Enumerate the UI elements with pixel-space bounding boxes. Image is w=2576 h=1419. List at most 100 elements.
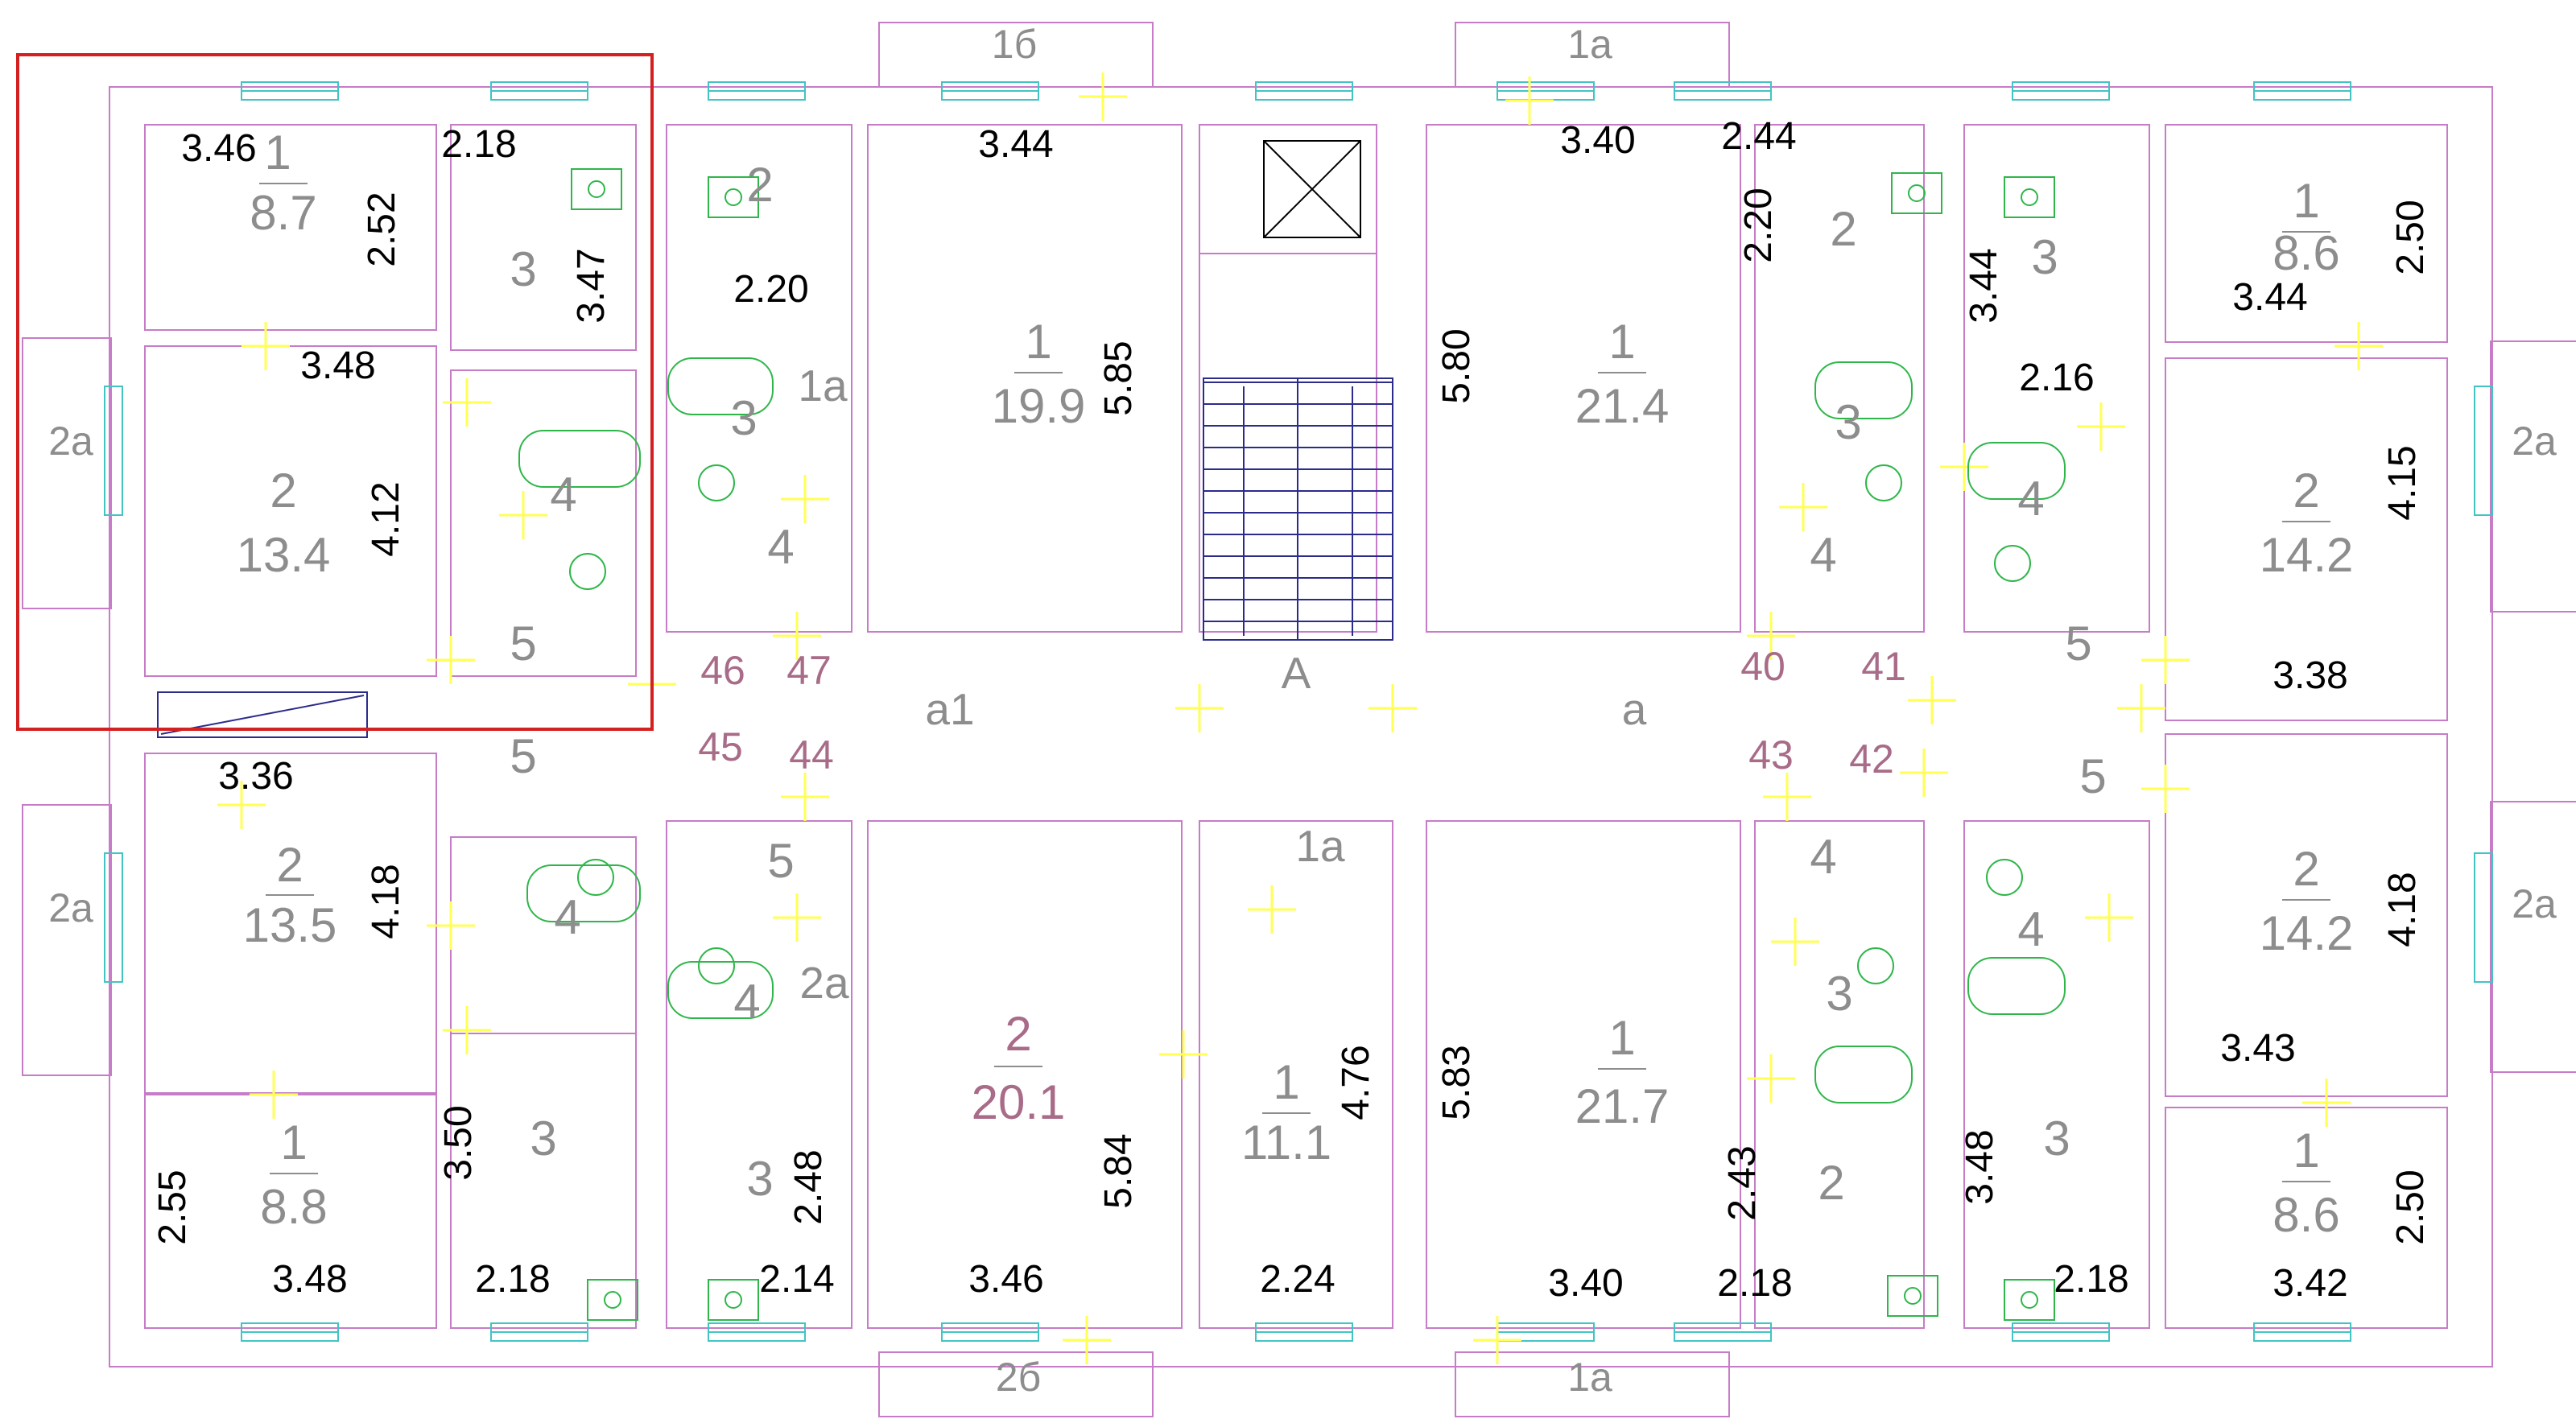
wall-29 xyxy=(2165,357,2448,721)
room-2-i-area: 14.2 xyxy=(2260,906,2354,960)
room-5-d: 5 xyxy=(767,834,794,888)
room-1-f-n: 1 xyxy=(1608,315,1635,369)
lbl-a: а xyxy=(1622,684,1647,734)
wall-30 xyxy=(1963,820,2150,1329)
room-3-b: 3 xyxy=(530,1112,556,1165)
toilet-0 xyxy=(569,553,606,590)
dim-220-f: 2.20 xyxy=(1737,188,1780,262)
room-2-h-n: 2 xyxy=(2293,464,2319,518)
lbl-1a-bottom: 1а xyxy=(1567,1355,1612,1400)
lbl-1a-top: 1а xyxy=(1567,22,1612,67)
room-2-h-area: 14.2 xyxy=(2260,528,2354,582)
stove-burner-6 xyxy=(1904,1287,1922,1305)
window-v-3 xyxy=(2474,852,2493,983)
n42: 42 xyxy=(1849,736,1894,782)
wall-0 xyxy=(109,86,2493,1367)
dim-252-a: 2.52 xyxy=(361,192,403,266)
lbl-2a-bl: 2а xyxy=(48,885,93,930)
wall-15 xyxy=(450,836,637,1329)
fixtures-layer xyxy=(518,168,2066,1321)
dim-218-i: 2.18 xyxy=(2054,1258,2128,1301)
dim-248-d: 2.48 xyxy=(787,1149,830,1224)
wall-25 xyxy=(1754,820,1925,1329)
wall-10 xyxy=(144,345,437,677)
wall-24 xyxy=(1754,124,1925,633)
dim-418-i: 4.18 xyxy=(2381,872,2424,947)
room-1-a-n: 1 xyxy=(264,126,291,179)
room-3-i: 3 xyxy=(2043,1112,2070,1165)
room-4-f: 4 xyxy=(1810,528,1836,582)
dim-348-b: 3.48 xyxy=(272,1258,347,1301)
wall-6 xyxy=(22,804,112,1076)
doors-layer xyxy=(217,72,2383,1364)
windows-layer xyxy=(104,81,2493,1342)
stove-burner-5 xyxy=(724,1291,742,1309)
dim-418-b: 4.18 xyxy=(365,864,407,938)
dim-348-i: 3.48 xyxy=(1959,1129,2001,1204)
elevator-x2 xyxy=(1263,140,1361,238)
room-3-g: 3 xyxy=(1826,967,1852,1021)
dim-336-b: 3.36 xyxy=(218,755,293,798)
lbl-2a-tl: 2а xyxy=(48,419,93,464)
bathtub-4 xyxy=(1814,361,1913,419)
wall-23 xyxy=(1426,124,1741,633)
bathtub-3 xyxy=(667,961,774,1019)
wall-9 xyxy=(144,124,437,331)
room-3-d: 3 xyxy=(746,1152,773,1206)
room-2a-d: 2а xyxy=(799,958,849,1008)
room-1-b-n: 1 xyxy=(280,1116,307,1169)
dim-346-d: 3.46 xyxy=(968,1258,1043,1301)
dim-347-a: 3.47 xyxy=(570,248,613,323)
wall-13 xyxy=(144,753,437,1094)
wall-8 xyxy=(2490,801,2576,1073)
room-2-f: 2 xyxy=(1830,202,1856,256)
wall-26 xyxy=(1426,820,1741,1329)
room-5-h: 5 xyxy=(2065,617,2091,670)
room-4-b: 4 xyxy=(554,890,580,944)
room-1-c-area: 19.9 xyxy=(992,379,1086,433)
dim-476-e: 4.76 xyxy=(1335,1045,1377,1120)
n41: 41 xyxy=(1861,644,1906,689)
room-2-a-n: 2 xyxy=(270,464,296,518)
dim-585-c: 5.85 xyxy=(1097,340,1140,415)
room-1-a-area: 8.7 xyxy=(250,186,316,240)
room-5-a: 5 xyxy=(510,617,536,670)
n44: 44 xyxy=(789,732,834,778)
dim-412-a: 4.12 xyxy=(365,481,407,556)
room-1-g-n: 1 xyxy=(1608,1011,1635,1065)
dim-344-h2: 3.44 xyxy=(2232,276,2307,319)
n43: 43 xyxy=(1748,732,1794,778)
elevator-box xyxy=(1263,140,1361,238)
dim-344-c: 3.44 xyxy=(978,123,1053,166)
lbl-2b-bottom: 2б xyxy=(996,1355,1041,1400)
wall-20 xyxy=(666,820,852,1329)
dim-350-b: 3.50 xyxy=(437,1105,480,1180)
room-3-h: 3 xyxy=(2031,230,2058,284)
room-2-g: 2 xyxy=(1818,1156,1844,1210)
stove-7 xyxy=(2004,1279,2055,1321)
toilet-7 xyxy=(1986,859,2023,896)
wall-11 xyxy=(450,124,637,351)
dim-583-g: 5.83 xyxy=(1435,1045,1478,1120)
room-1-c-n: 1 xyxy=(1025,315,1051,369)
dim-340-f: 3.40 xyxy=(1560,119,1635,162)
dim-218-a: 2.18 xyxy=(441,123,516,166)
stair-layer xyxy=(1203,377,1393,641)
dim-218-b: 2.18 xyxy=(475,1258,550,1301)
bathtub-6 xyxy=(1814,1046,1913,1103)
dim-216-h: 2.16 xyxy=(2019,357,2094,399)
room-3-f: 3 xyxy=(1835,395,1861,449)
stove-burner-2 xyxy=(1908,184,1926,202)
stove-1 xyxy=(708,176,759,218)
stove-6 xyxy=(1887,1275,1938,1317)
dim-243-g: 2.43 xyxy=(1721,1145,1764,1220)
stove-2 xyxy=(1891,172,1942,214)
wall-18 xyxy=(867,124,1183,633)
room-1a-c: 1а xyxy=(798,361,848,410)
room-4-h: 4 xyxy=(2017,472,2044,526)
wall-1 xyxy=(878,22,1154,88)
window-v-0 xyxy=(104,386,123,516)
bathtub-5 xyxy=(1967,442,2066,500)
dim-343-i: 3.43 xyxy=(2220,1027,2295,1070)
